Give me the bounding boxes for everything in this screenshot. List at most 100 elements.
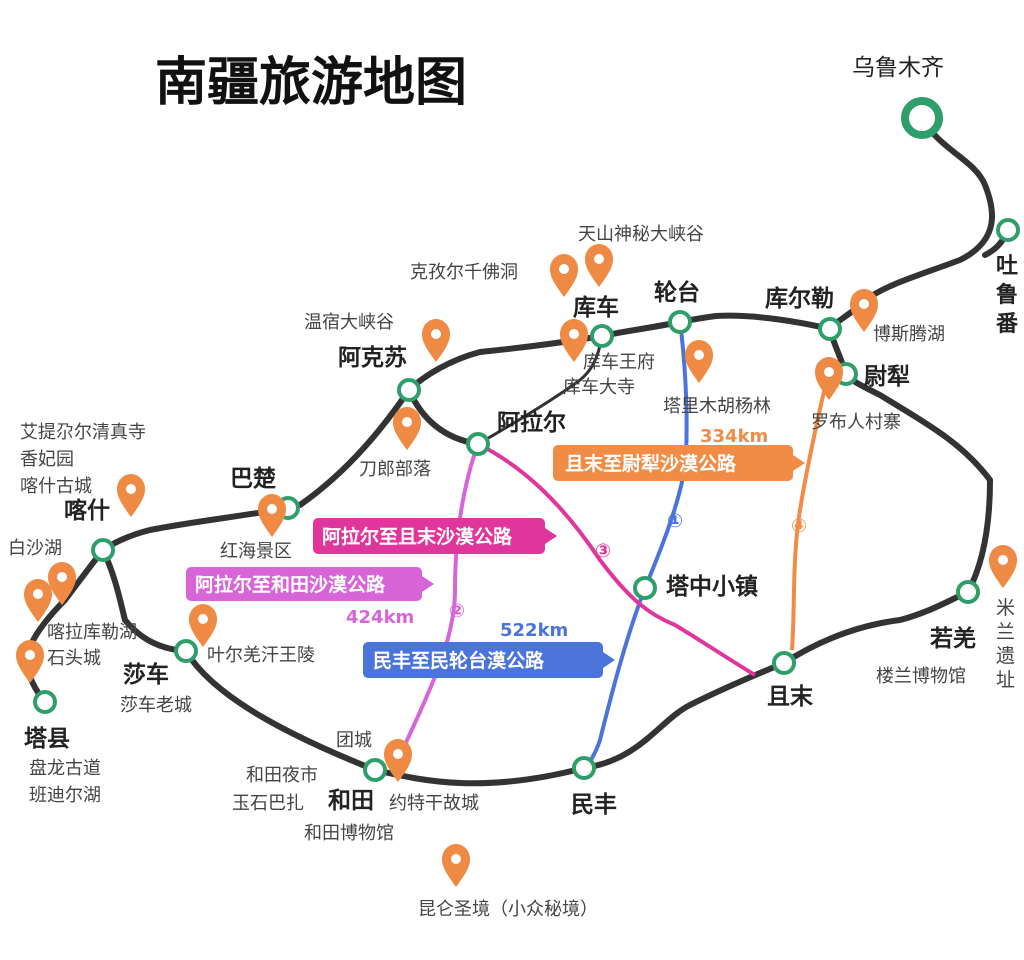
route-4-distance: 334km bbox=[700, 426, 768, 447]
label-hotan: 和田 bbox=[328, 788, 374, 814]
map-pin-icons bbox=[16, 244, 1017, 887]
route-2-banner: 阿拉尔至和田沙漠公路 bbox=[186, 567, 434, 601]
station-ring-icon bbox=[33, 97, 1020, 782]
route-2-number: ② bbox=[449, 600, 465, 622]
route-1-number: ① bbox=[667, 510, 683, 532]
label-turpan-2: 鲁 bbox=[995, 282, 1018, 308]
station-ruoqiang[interactable] bbox=[956, 580, 980, 604]
station-minfeng[interactable] bbox=[572, 756, 596, 780]
route-3-banner: 阿拉尔至且末沙漠公路 bbox=[313, 518, 557, 554]
route-4-number: ④ bbox=[791, 515, 807, 537]
label-jade-bazaar: 玉石巴扎 bbox=[232, 793, 304, 814]
station-hotan[interactable] bbox=[363, 758, 387, 782]
svg-text:②: ② bbox=[449, 600, 465, 622]
station-tazhong[interactable] bbox=[633, 576, 657, 600]
station-kashgar[interactable] bbox=[91, 538, 115, 562]
label-tazhong: 塔中小镇 bbox=[666, 573, 758, 600]
label-miran-1: 米 bbox=[996, 597, 1015, 619]
station-urumqi[interactable] bbox=[901, 97, 943, 139]
label-night-market: 和田夜市 bbox=[246, 765, 318, 786]
route-4-line bbox=[790, 381, 828, 651]
label-luobu-village: 罗布人村寨 bbox=[811, 412, 901, 433]
route-3-name: 阿拉尔至且末沙漠公路 bbox=[322, 525, 513, 548]
pin-wensu[interactable] bbox=[422, 319, 450, 362]
label-tarim-poplar: 塔里木胡杨林 bbox=[663, 396, 771, 417]
label-shache-old: 莎车老城 bbox=[120, 695, 192, 716]
station-qiemo[interactable] bbox=[772, 651, 796, 675]
svg-text:④: ④ bbox=[791, 515, 807, 537]
station-korla[interactable] bbox=[818, 317, 842, 341]
route-2-name: 阿拉尔至和田沙漠公路 bbox=[195, 573, 386, 596]
pin-kizil[interactable] bbox=[550, 254, 578, 297]
pin-stone-city[interactable] bbox=[16, 640, 44, 683]
label-luntai: 轮台 bbox=[654, 279, 700, 306]
pin-luobu-village[interactable] bbox=[815, 357, 843, 400]
label-hotan-museum: 和田博物馆 bbox=[304, 823, 394, 844]
label-stone-city: 石头城 bbox=[47, 648, 101, 669]
label-qiemo: 且末 bbox=[767, 684, 814, 710]
route-4-name: 且末至尉犁沙漠公路 bbox=[565, 452, 737, 475]
label-panlong: 盘龙古道 bbox=[29, 758, 101, 779]
label-miran-4: 址 bbox=[996, 669, 1015, 691]
svg-text:③: ③ bbox=[595, 540, 611, 562]
label-aksu: 阿克苏 bbox=[338, 344, 407, 371]
label-kashgar: 喀什 bbox=[64, 498, 110, 524]
label-karakul: 喀拉库勒湖 bbox=[47, 622, 137, 643]
route-1-distance: 522km bbox=[500, 620, 568, 641]
label-kizil: 克孜尔千佛洞 bbox=[410, 262, 518, 283]
label-korla: 库尔勒 bbox=[765, 285, 834, 312]
label-miran-3: 遗 bbox=[996, 645, 1015, 667]
station-kuqa[interactable] bbox=[590, 324, 614, 348]
label-tuancheng: 团城 bbox=[336, 730, 372, 751]
label-bosten: 博斯腾湖 bbox=[873, 324, 945, 345]
label-daolang: 刀郎部落 bbox=[359, 459, 431, 480]
label-tianshan: 天山神秘大峡谷 bbox=[578, 224, 704, 245]
label-taxian: 塔县 bbox=[24, 726, 70, 752]
label-yotkan: 约特干故城 bbox=[389, 793, 479, 814]
route-2-line bbox=[396, 443, 480, 761]
label-baisha: 白沙湖 bbox=[8, 538, 62, 559]
pin-daolang[interactable] bbox=[393, 407, 421, 450]
pin-tianshan[interactable] bbox=[585, 244, 613, 287]
label-yuli: 尉犁 bbox=[864, 364, 910, 390]
label-kuqa-palace: 库车王府 bbox=[583, 352, 655, 373]
label-loulan-museum: 楼兰博物馆 bbox=[876, 666, 966, 687]
label-bandier: 班迪尔湖 bbox=[29, 785, 101, 806]
station-aksu[interactable] bbox=[397, 378, 421, 402]
pin-yarkand-tomb[interactable] bbox=[189, 604, 217, 647]
route-1-banner: 民丰至民轮台漠公路 bbox=[363, 642, 615, 678]
route-4-banner: 且末至尉犁沙漠公路 bbox=[553, 445, 805, 481]
station-shache[interactable] bbox=[174, 639, 198, 663]
pin-kashgar-old[interactable] bbox=[117, 474, 145, 517]
label-alar: 阿拉尔 bbox=[497, 409, 566, 436]
station-alar[interactable] bbox=[466, 432, 490, 456]
route-1-name: 民丰至民轮台漠公路 bbox=[373, 649, 545, 672]
svg-text:①: ① bbox=[667, 510, 683, 532]
label-kunlun: 昆仑圣境（小众秘境） bbox=[418, 899, 598, 920]
pin-tarim-poplar[interactable] bbox=[685, 340, 713, 383]
pin-honghai[interactable] bbox=[258, 494, 286, 537]
label-miran-2: 兰 bbox=[996, 621, 1015, 643]
label-honghai: 红海景区 bbox=[220, 541, 292, 562]
route-3-line bbox=[477, 442, 757, 677]
station-luntai[interactable] bbox=[668, 310, 692, 334]
label-kuqa-mosque: 库车大寺 bbox=[563, 377, 635, 398]
station-turpan[interactable] bbox=[996, 218, 1020, 242]
label-turpan-1: 吐 bbox=[996, 254, 1018, 279]
label-xiangfei: 香妃园 bbox=[20, 449, 74, 470]
route-3-number: ③ bbox=[595, 540, 611, 562]
label-shache: 莎车 bbox=[123, 661, 169, 688]
route-2-distance: 424km bbox=[346, 607, 414, 628]
pin-kunlun[interactable] bbox=[442, 844, 470, 887]
label-kuqa: 库车 bbox=[573, 294, 619, 321]
map-title: 南疆旅游地图 bbox=[155, 52, 467, 113]
label-urumqi: 乌鲁木齐 bbox=[852, 55, 944, 81]
label-kashgar-old: 喀什古城 bbox=[20, 476, 92, 497]
pin-miran[interactable] bbox=[989, 545, 1017, 588]
pin-baisha[interactable] bbox=[48, 562, 76, 605]
label-ruoqiang: 若羌 bbox=[930, 625, 976, 652]
alar-kuqa-road bbox=[476, 334, 604, 446]
label-bachu: 巴楚 bbox=[230, 466, 276, 492]
station-taxian[interactable] bbox=[33, 690, 57, 714]
